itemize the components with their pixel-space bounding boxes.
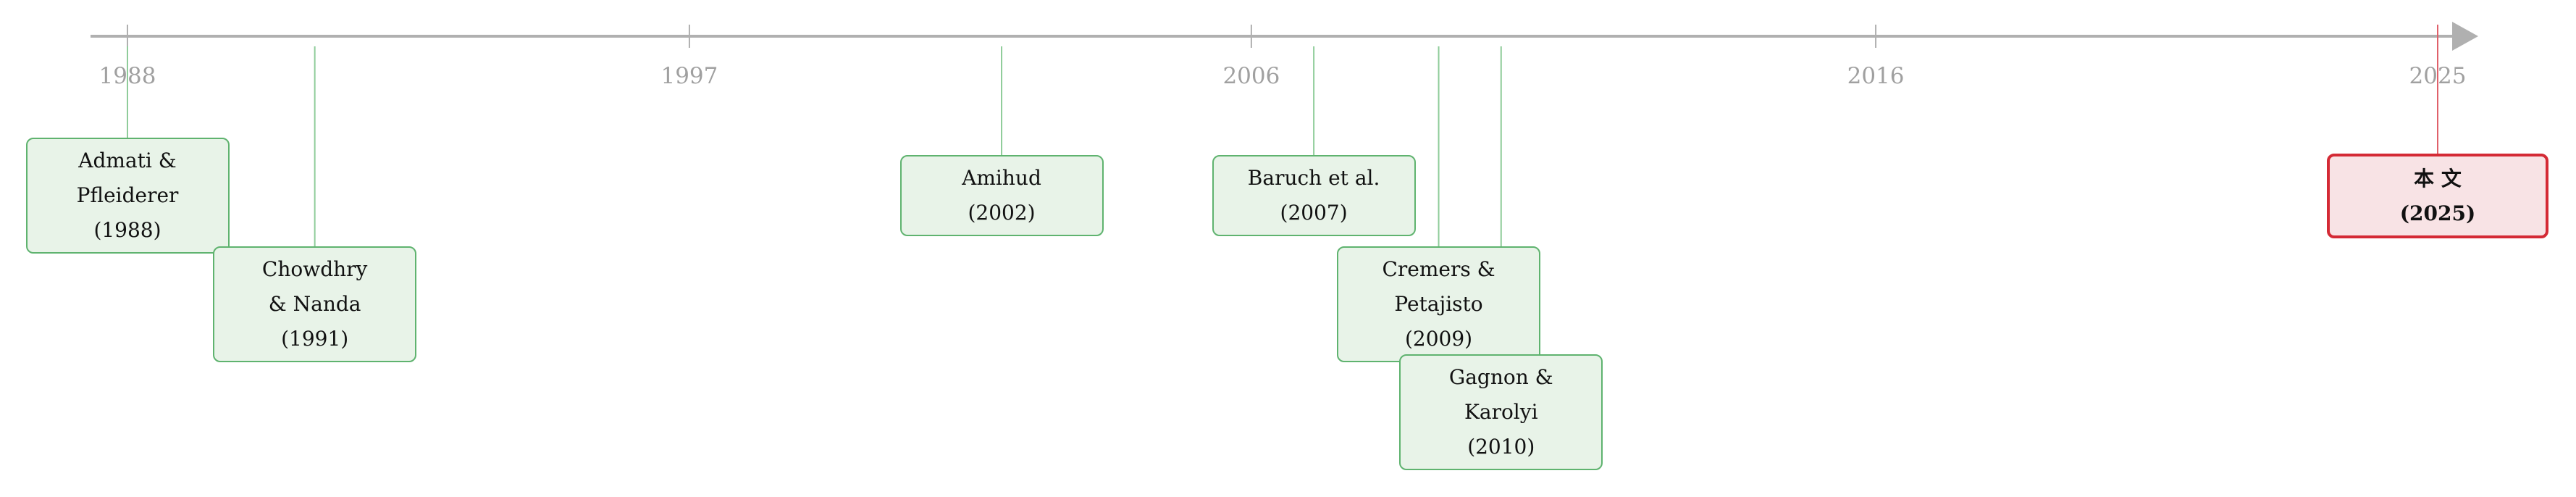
event-card-line: Amihud bbox=[962, 166, 1041, 190]
event-card-line: & Nanda bbox=[268, 292, 361, 316]
event-card-2007: Baruch et al. (2007) bbox=[1212, 155, 1416, 236]
event-card-line: (2002) bbox=[968, 201, 1036, 225]
event-card-this-paper: 本 文 (2025) bbox=[2327, 154, 2548, 238]
event-card-line: (2025) bbox=[2399, 201, 2476, 225]
event-card-line: (2009) bbox=[1404, 327, 1473, 351]
event-card-line: 本 文 bbox=[2414, 166, 2462, 191]
event-card-line: Gagnon & bbox=[1448, 365, 1553, 389]
event-card-line: Cremers & bbox=[1382, 257, 1495, 281]
event-card-line: (1991) bbox=[281, 327, 349, 351]
event-card-line: (1988) bbox=[93, 218, 161, 242]
event-card-2009: Cremers & Petajisto (2009) bbox=[1337, 246, 1541, 362]
event-card-line: Pfleiderer bbox=[76, 183, 179, 207]
event-card-2002: Amihud (2002) bbox=[899, 155, 1104, 236]
event-card-line: Admati & bbox=[78, 149, 177, 172]
event-card-1991: Chowdhry & Nanda (1991) bbox=[213, 246, 417, 362]
event-card-line: Petajisto bbox=[1394, 292, 1483, 316]
event-card-line: (2010) bbox=[1467, 435, 1535, 459]
event-card-line: Chowdhry bbox=[261, 257, 368, 281]
event-card-1988: Admati & Pfleiderer (1988) bbox=[25, 138, 230, 254]
event-card-line: Karolyi bbox=[1464, 400, 1538, 424]
axis-tick-label-1997: 1997 bbox=[660, 63, 718, 89]
event-card-line: (2007) bbox=[1280, 201, 1348, 225]
axis-tick-label-2016: 2016 bbox=[1847, 63, 1905, 89]
event-card-2010: Gagnon & Karolyi (2010) bbox=[1399, 354, 1603, 470]
event-card-line: Baruch et al. bbox=[1247, 166, 1380, 190]
axis-tick-label-2006: 2006 bbox=[1222, 63, 1280, 89]
